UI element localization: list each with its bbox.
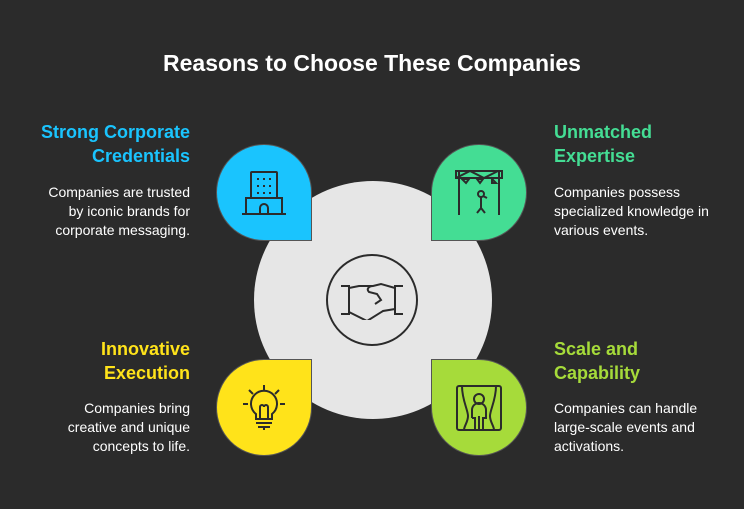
- stage-microphone-icon: [455, 169, 503, 215]
- lightbulb-icon: [243, 384, 285, 430]
- scale-badge: [432, 360, 526, 455]
- credentials-description: Companies are trusted by iconic brands f…: [48, 184, 190, 238]
- scale-description: Companies can handle large-scale events …: [554, 400, 698, 454]
- handshake-icon: [341, 282, 403, 320]
- scale-heading: Scale and Capability: [554, 339, 641, 383]
- innovation-heading: Innovative Execution: [100, 339, 190, 383]
- credentials-badge: [217, 145, 311, 240]
- innovation-description: Companies bring creative and unique conc…: [67, 400, 190, 454]
- handshake-circle: [326, 254, 418, 346]
- expertise-description: Companies possess specialized knowledge …: [554, 184, 709, 238]
- innovation-badge: [217, 360, 311, 455]
- diagram-title: Reasons to Choose These Companies: [163, 50, 581, 76]
- credentials-heading: Strong Corporate Credentials: [40, 122, 190, 166]
- office-building-icon: [242, 170, 286, 215]
- expertise-heading: Unmatched Expertise: [554, 122, 653, 166]
- theater-curtain-person-icon: [456, 384, 502, 431]
- expertise-badge: [432, 145, 526, 240]
